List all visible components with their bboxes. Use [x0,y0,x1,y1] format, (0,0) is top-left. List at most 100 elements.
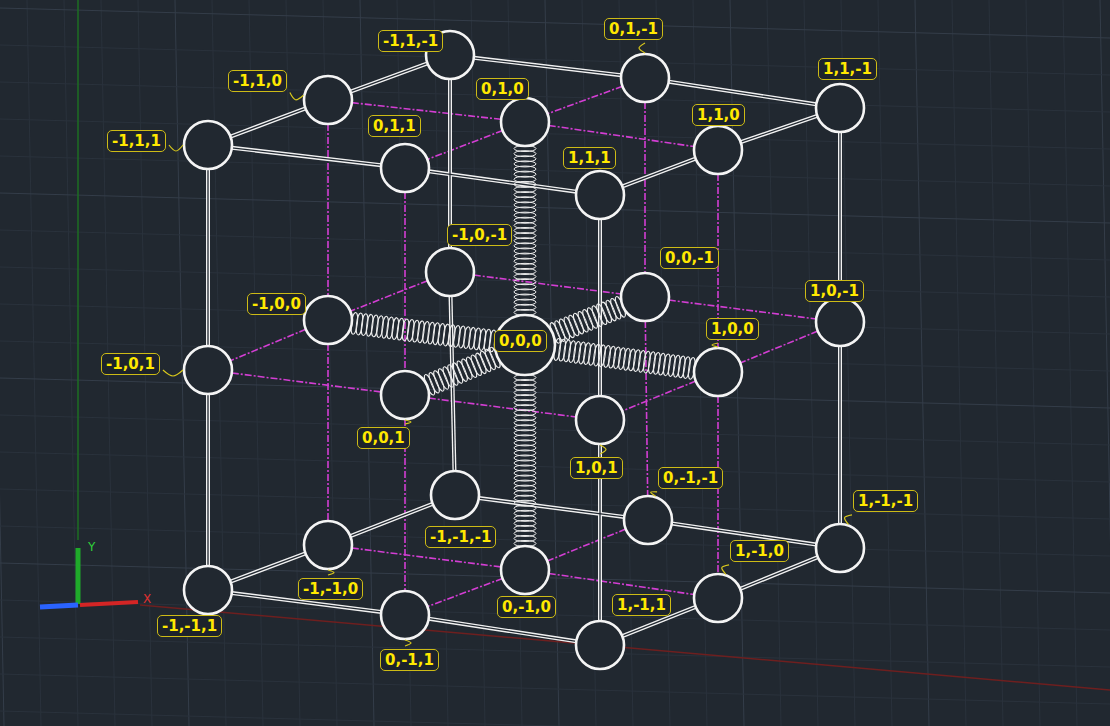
leader-line [600,445,606,454]
lattice-ball [694,574,742,622]
spring-coil [608,346,617,369]
grid-line [286,0,300,726]
coordinate-label: 1,-1,-1 [853,490,918,512]
grid-line [915,0,929,726]
coordinate-label: -1,1,-1 [378,30,443,52]
lattice-ball [431,471,479,519]
grid-line [767,0,781,726]
spring-coil [637,350,646,373]
coordinate-label: 1,-1,0 [730,540,789,562]
spring [553,338,697,379]
frame-edge [350,504,432,536]
magenta-link [350,281,427,311]
lattice-ball [816,298,864,346]
lattice-ball [381,144,429,192]
spring-coil [360,313,369,336]
coordinate-text: 1,-1,0 [735,542,784,560]
grid-line [952,0,966,726]
frame-edge [838,346,842,524]
grid-line [0,452,1110,482]
frame-edge-core [230,108,305,136]
spring [350,312,497,352]
magenta-link [427,578,502,606]
coordinate-label: -1,0,0 [247,293,306,315]
spring-coil [558,339,567,362]
coordinate-text: 1,0,1 [575,459,618,477]
coordinate-label: 0,1,1 [368,115,421,137]
face-lines [230,86,818,606]
lattice-ball [304,521,352,569]
magenta-link [644,102,646,273]
coordinate-text: 0,-1,-1 [663,469,718,487]
leader-line [639,43,645,53]
frame-edge [230,108,305,136]
grid-line [0,304,1110,334]
ucs-icon [40,548,138,607]
coordinate-text: 0,1,1 [373,117,416,135]
lattice-ball [576,396,624,444]
magenta-link [622,381,696,411]
spring-coil [568,340,577,363]
leader-line [328,570,334,575]
magenta-link [547,529,626,561]
lattice-ball [381,371,429,419]
coordinate-label: 1,0,0 [706,318,759,340]
coordinate-text: 0,0,1 [362,429,405,447]
coordinate-text: 0,0,0 [499,332,542,350]
spring-coil [652,352,661,375]
coordinate-label: -1,-1,0 [298,578,363,600]
frame-edge [429,171,576,191]
coordinate-label: 0,-1,-1 [658,467,723,489]
grid-line [0,45,1110,75]
spring-coil [473,328,482,351]
grid-line [0,526,1110,556]
frame-edge-core [429,171,576,191]
frame-edge-core [350,504,432,536]
spring-coil [365,314,374,337]
spring-coil [355,313,364,336]
spring-coil [396,318,405,341]
frame-edge-core [479,498,624,517]
cube-frame [208,58,840,642]
coordinate-text: 0,-1,0 [502,598,551,616]
coordinate-text: -1,-1,0 [303,580,358,598]
magenta-link [645,321,647,496]
axis-label: Y [88,540,95,554]
coordinate-text: -1,0,1 [106,355,155,373]
grid-line [1026,0,1040,726]
lattice-ball [621,54,669,102]
spring-coil [588,343,597,366]
axis-label: X [143,592,151,606]
coordinate-label: 1,1,-1 [818,58,877,80]
grid-line [878,0,892,726]
frame-edge [741,116,818,142]
spring-coil [642,351,651,374]
frame-edge [669,82,817,105]
springs [350,146,696,547]
spring-coil [667,354,676,377]
grid-line [64,0,78,726]
spring-coil [598,344,607,367]
spring-coil [672,355,681,378]
spring-coil [376,315,385,338]
spring-coil [682,356,691,379]
coordinate-label: 0,-1,0 [497,596,556,618]
spring-coil [406,319,415,342]
frame-edge-core [474,58,621,75]
coordinate-label: -1,-1,-1 [425,526,496,548]
coordinate-label: 0,1,0 [476,78,529,100]
spring-coil [622,348,631,371]
coordinate-text: 0,1,0 [481,80,524,98]
coordinate-text: -1,-1,1 [162,617,217,635]
world-y-axis [77,0,79,540]
lattice-ball [381,591,429,639]
frame-edge-core [351,63,428,91]
lattice-ball [495,315,555,375]
coordinate-label: 1,0,-1 [805,280,864,302]
spring-coil [427,322,436,345]
leader-line [290,93,304,100]
coordinate-text: -1,1,-1 [383,32,438,50]
leader-line [405,640,411,646]
coordinate-text: -1,1,0 [233,72,282,90]
